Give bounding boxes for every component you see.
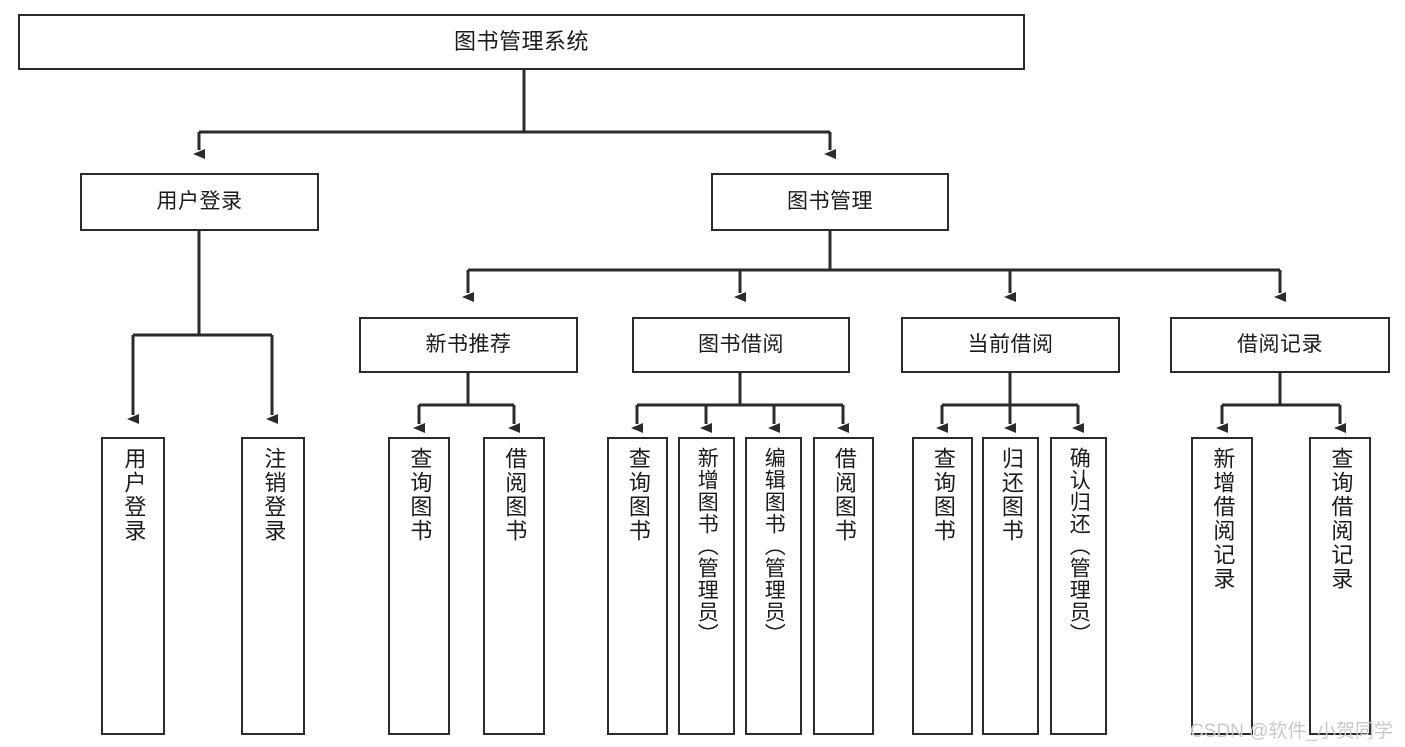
node-label: 借阅图书 xyxy=(831,447,857,543)
leaf-edit-book-admin[interactable]: 编辑图书（管理员） xyxy=(745,437,802,735)
node-label: 图书借阅 xyxy=(698,332,784,356)
node-user-login[interactable]: 用户登录 xyxy=(80,173,319,231)
leaf-query-book-current[interactable]: 查询图书 xyxy=(912,437,973,735)
node-label: 查询图书 xyxy=(930,447,956,543)
node-label: 当前借阅 xyxy=(967,332,1054,356)
node-label: 借阅记录 xyxy=(1237,332,1323,356)
node-label: 查询图书 xyxy=(407,447,433,543)
leaf-borrow-book-recommend[interactable]: 借阅图书 xyxy=(483,437,545,735)
node-label: 用户登录 xyxy=(156,189,243,213)
node-label: 确认归还（管理员） xyxy=(1067,447,1091,645)
leaf-return-book[interactable]: 归还图书 xyxy=(982,437,1039,735)
node-book-management[interactable]: 图书管理 xyxy=(711,173,949,231)
leaf-user-login[interactable]: 用户登录 xyxy=(101,437,165,735)
node-label: 新增图书（管理员） xyxy=(695,447,719,645)
node-label: 新增借阅记录 xyxy=(1210,447,1236,591)
leaf-query-borrow-record[interactable]: 查询借阅记录 xyxy=(1309,437,1371,735)
node-new-book-recommend[interactable]: 新书推荐 xyxy=(359,317,578,373)
node-label: 图书管理 xyxy=(787,189,873,213)
node-label: 借阅图书 xyxy=(502,447,528,543)
leaf-borrow-book[interactable]: 借阅图书 xyxy=(813,437,874,735)
node-root-book-management-system[interactable]: 图书管理系统 xyxy=(18,14,1025,70)
node-label: 新书推荐 xyxy=(425,332,512,356)
node-label: 注销登录 xyxy=(261,447,287,543)
leaf-add-book-admin[interactable]: 新增图书（管理员） xyxy=(678,437,735,735)
node-book-borrow[interactable]: 图书借阅 xyxy=(632,317,850,373)
node-label: 查询借阅记录 xyxy=(1328,447,1354,591)
leaf-add-borrow-record[interactable]: 新增借阅记录 xyxy=(1191,437,1253,735)
leaf-query-book-recommend[interactable]: 查询图书 xyxy=(388,437,450,735)
leaf-query-book-borrow[interactable]: 查询图书 xyxy=(607,437,668,735)
node-current-borrow[interactable]: 当前借阅 xyxy=(901,317,1120,373)
node-borrow-record[interactable]: 借阅记录 xyxy=(1170,317,1390,373)
node-label: 查询图书 xyxy=(625,447,651,543)
leaf-confirm-return-admin[interactable]: 确认归还（管理员） xyxy=(1050,437,1107,735)
csdn-watermark: CSDN @软件_小贺同学 xyxy=(1190,721,1393,742)
node-label: 归还图书 xyxy=(998,447,1024,543)
node-label: 用户登录 xyxy=(121,447,147,543)
leaf-logout-login[interactable]: 注销登录 xyxy=(241,437,305,735)
node-label: 图书管理系统 xyxy=(453,29,589,55)
node-label: 编辑图书（管理员） xyxy=(762,447,786,645)
